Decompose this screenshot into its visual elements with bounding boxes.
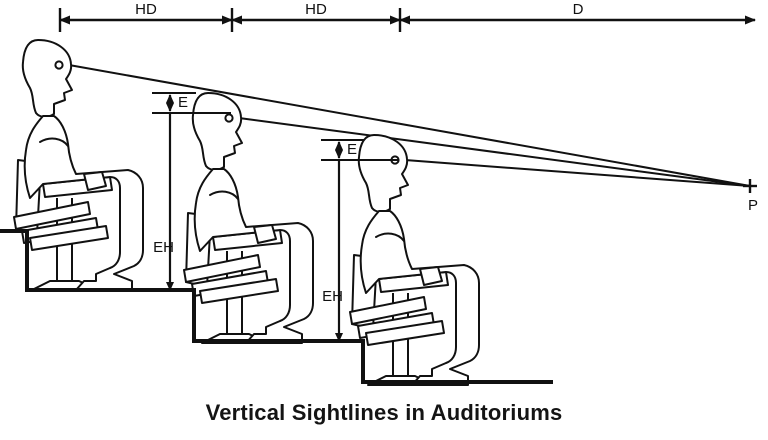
- dimension-label-d: D: [573, 1, 584, 18]
- dimension-label-e-front: E: [347, 141, 357, 158]
- seat-row-front: [349, 134, 480, 386]
- dimension-label-hd-2: HD: [305, 1, 327, 18]
- stepped-floor-profile: [0, 229, 553, 384]
- focus-point-label: P: [748, 197, 758, 214]
- seat-row-middle: [183, 92, 314, 344]
- dimension-eh-front: EH: [322, 160, 343, 342]
- seat-row-rear: [13, 39, 144, 291]
- focus-point-p: P: [743, 179, 758, 214]
- dimension-eh-rear: EH: [153, 113, 174, 291]
- sightline-front-row: [404, 159, 751, 187]
- figure-caption: Vertical Sightlines in Auditoriums: [0, 400, 768, 426]
- figure-title: Vertical Sightlines in Auditoriums: [205, 400, 563, 425]
- dimension-label-hd-1: HD: [135, 1, 157, 18]
- top-dimension-chain: HD HD D: [58, 1, 756, 32]
- dimension-label-eh-rear: EH: [153, 239, 174, 256]
- sightline-middle-row: [238, 117, 751, 187]
- sightlines-group: [68, 64, 751, 187]
- sightline-rear-row: [68, 64, 751, 187]
- dimension-e-front: E: [321, 139, 398, 161]
- dimension-label-eh-front: EH: [322, 288, 343, 305]
- dimension-label-e-rear: E: [178, 94, 188, 111]
- dimension-e-rear: E: [152, 92, 231, 114]
